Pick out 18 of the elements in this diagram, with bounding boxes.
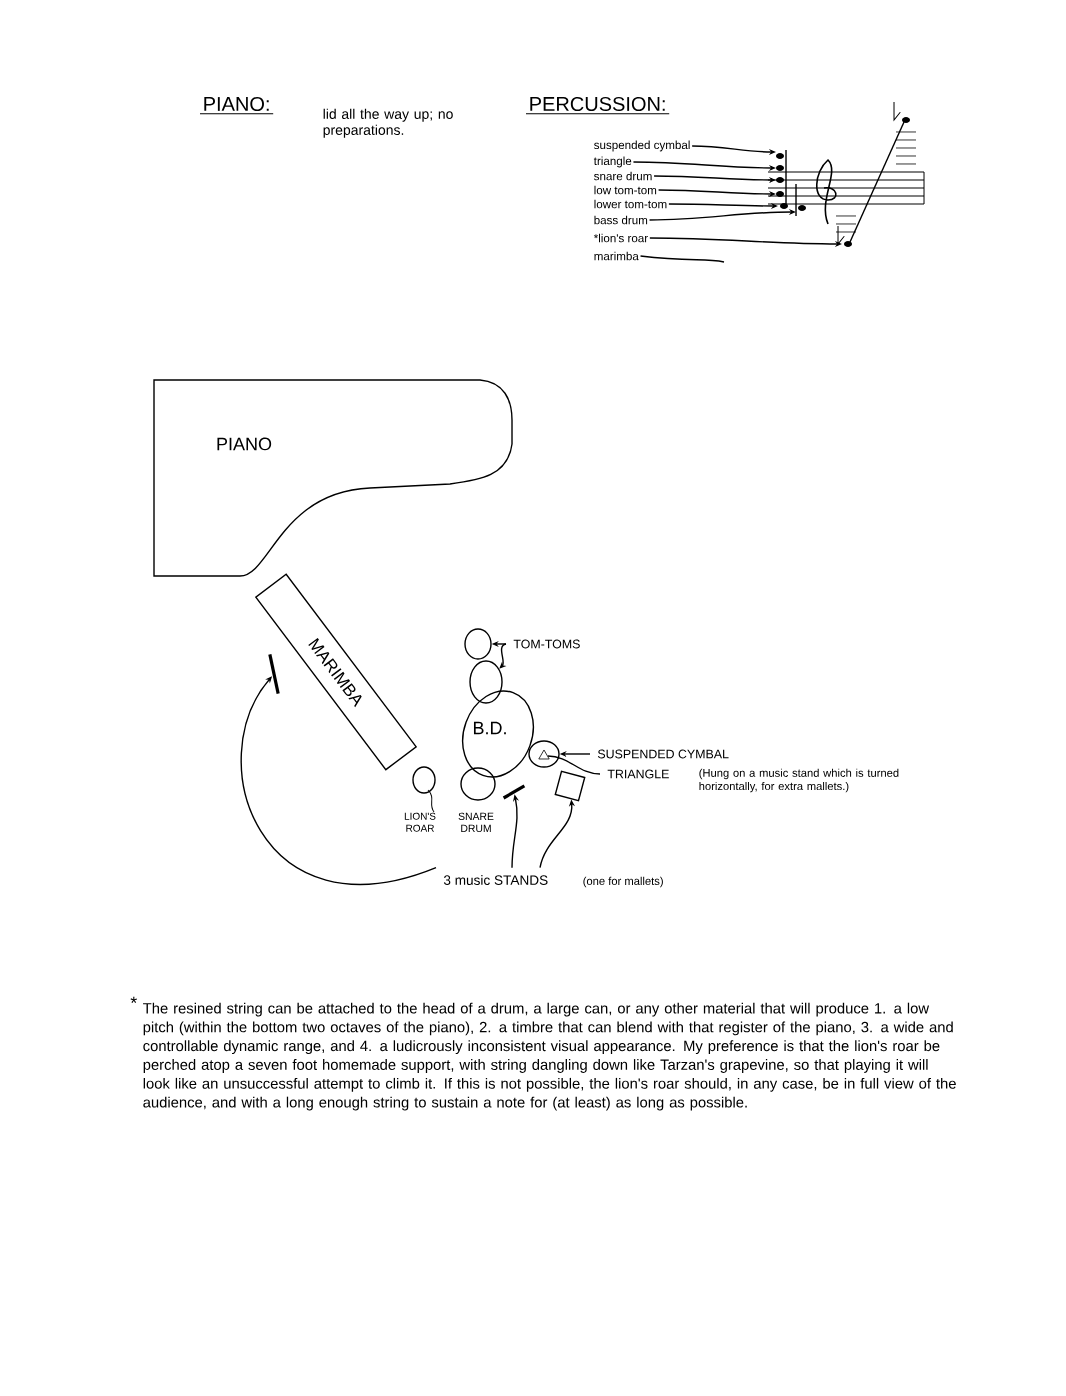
arrow <box>240 676 437 886</box>
arrow <box>648 208 796 221</box>
cymbal-circle <box>528 740 560 768</box>
heading: PIANO: <box>199 96 274 115</box>
lions-roar-circle <box>404 766 436 832</box>
music-stand <box>502 784 526 800</box>
bass-drum: B.D. <box>462 690 534 778</box>
tom-tom-circle <box>464 628 492 660</box>
leader-line <box>547 755 601 775</box>
heading: PERCUSSION: <box>525 96 670 115</box>
music-stand <box>268 654 280 694</box>
tom-tom-circle <box>469 660 503 704</box>
triangle-symbol <box>538 749 550 760</box>
snare-drum-circle <box>458 767 496 833</box>
footnote-mark: * <box>130 996 137 1003</box>
leader-line <box>639 255 725 263</box>
arrow <box>499 643 507 669</box>
music-stand <box>554 770 586 802</box>
